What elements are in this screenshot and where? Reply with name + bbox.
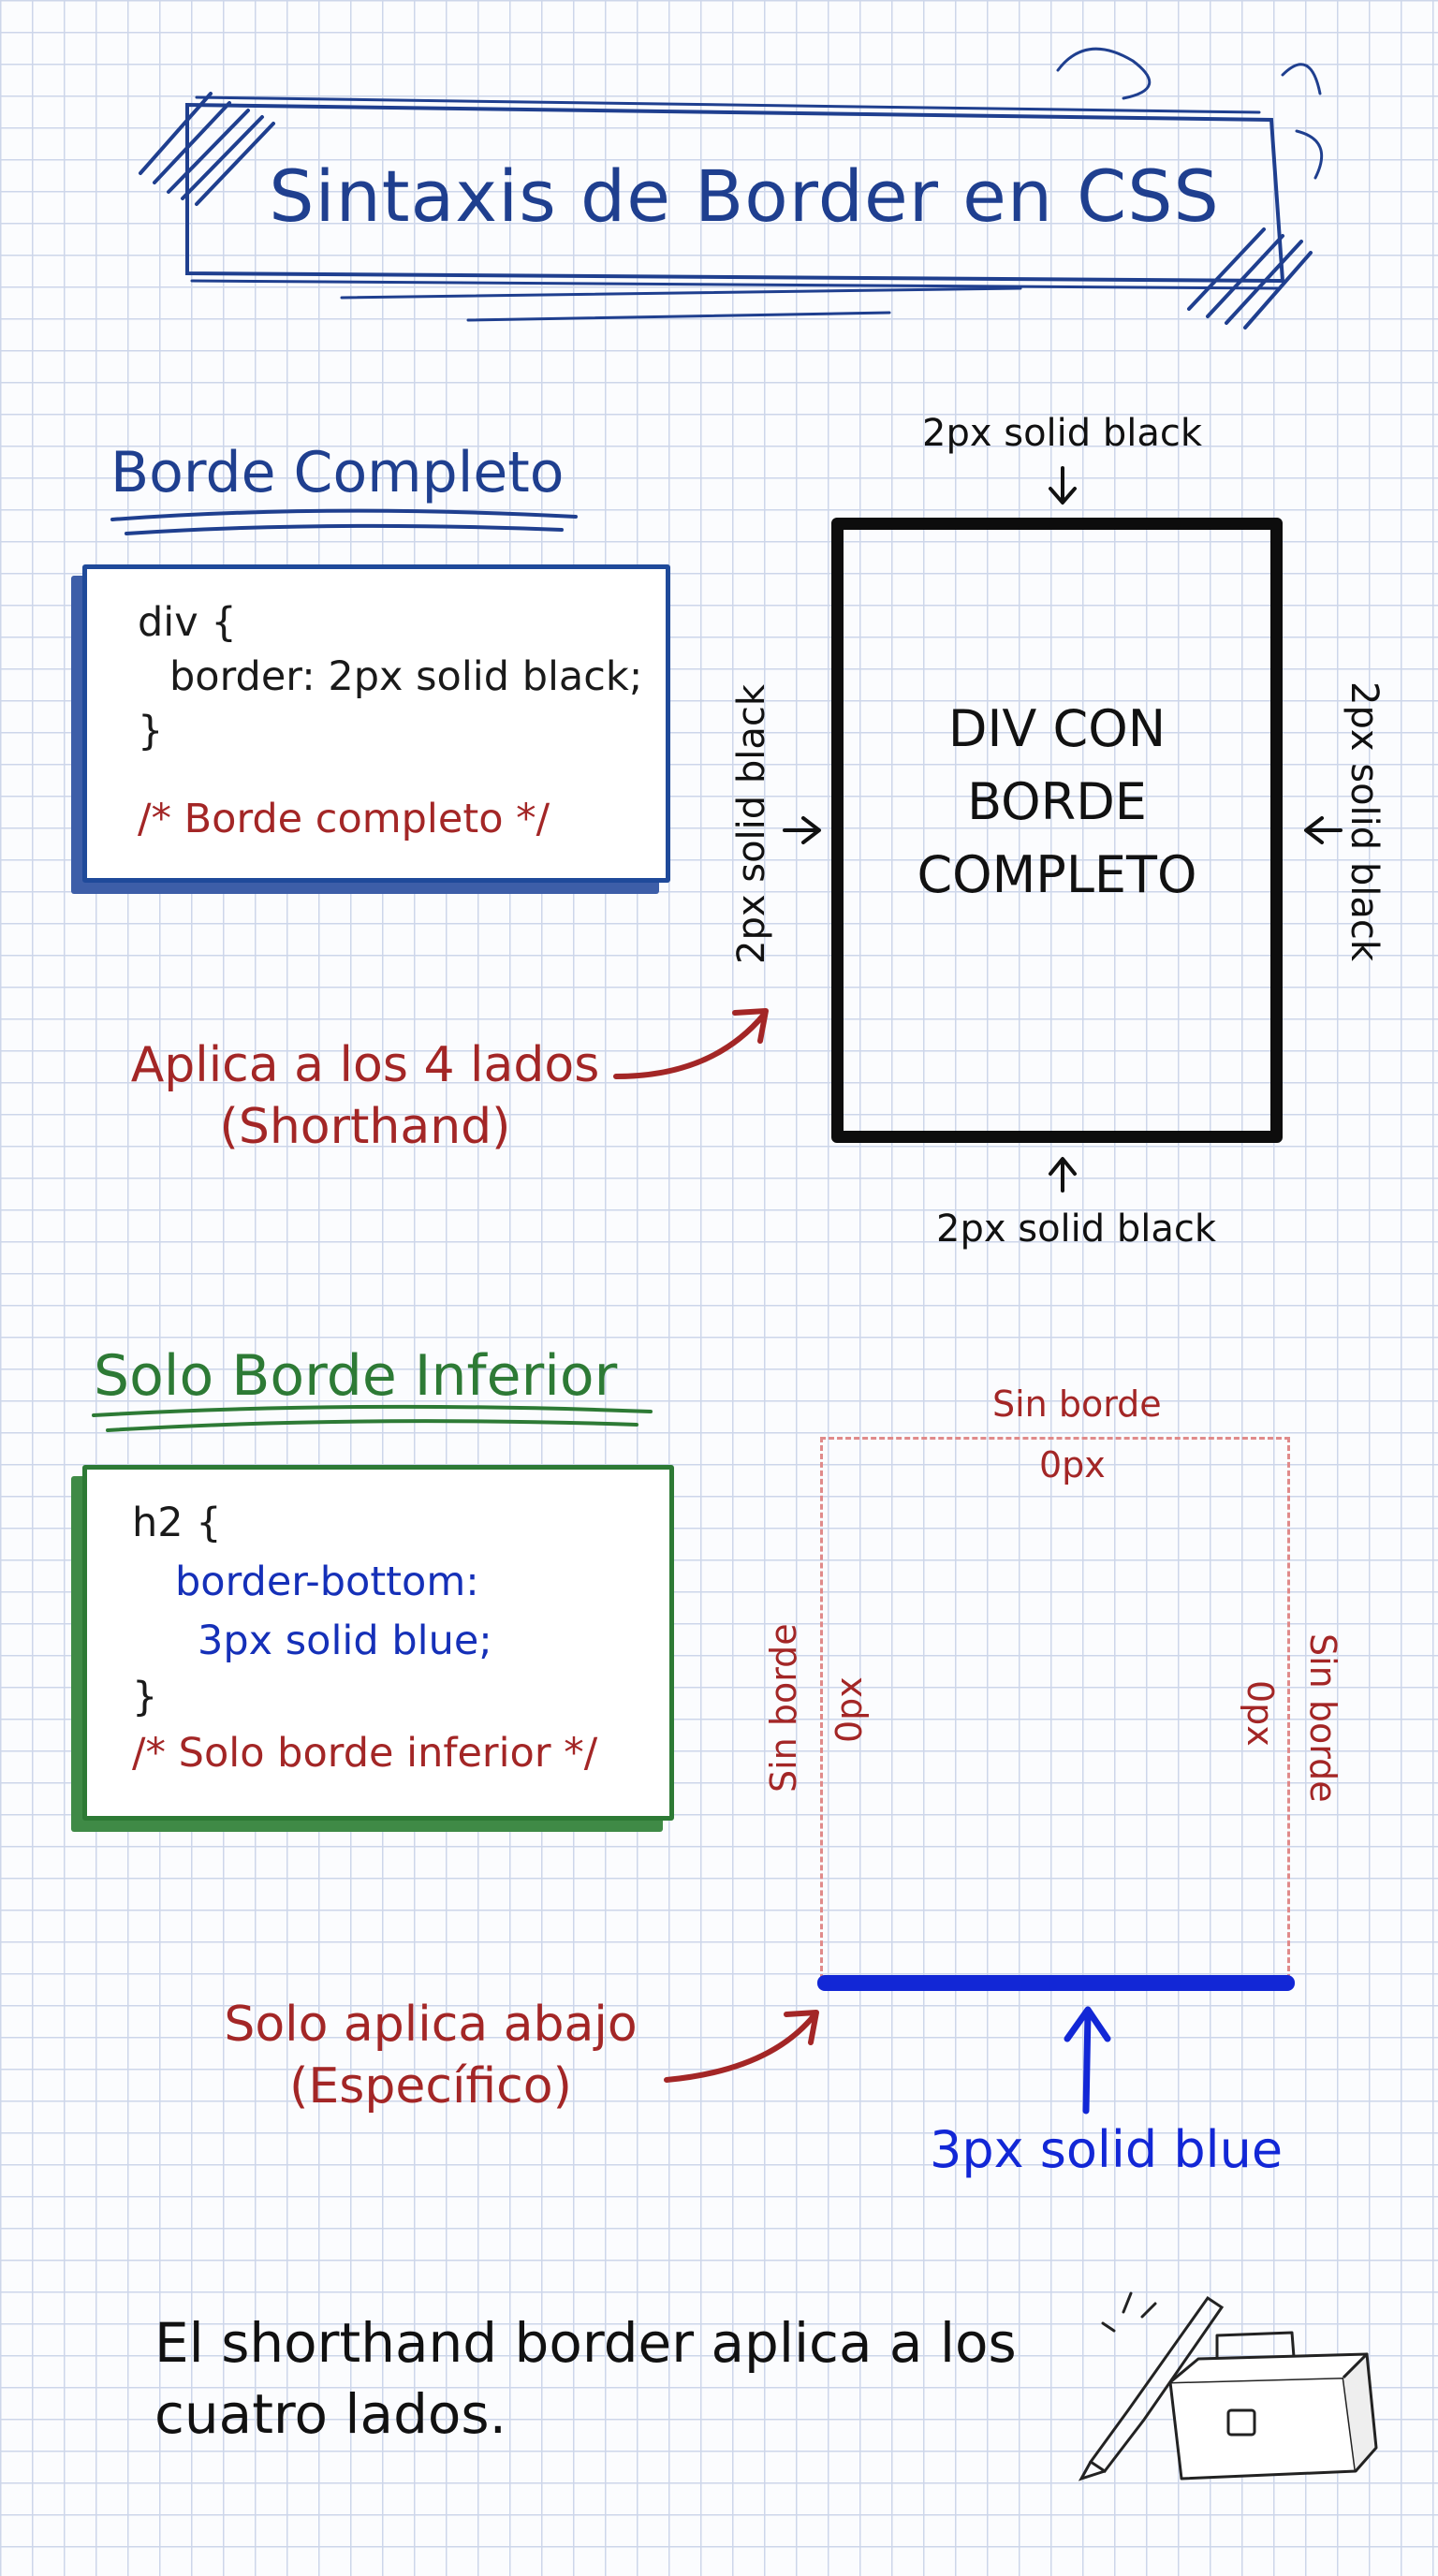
right-no-border-label: Sin borde xyxy=(1302,1633,1343,1803)
toolbox-icon xyxy=(1168,2331,1378,2481)
code-block-full-border: div { border: 2px solid black; } /* Bord… xyxy=(82,564,670,883)
top-no-border-label: Sin borde xyxy=(992,1383,1162,1425)
bottom-border-bar xyxy=(817,1975,1295,1991)
shorthand-note: Aplica a los 4 lados (Shorthand) xyxy=(130,1037,600,1155)
left-no-border-label: Sin borde xyxy=(763,1623,804,1793)
bottom-border-caption: 3px solid blue xyxy=(930,2120,1284,2179)
code-block-bottom-border: h2 { border-bottom: 3px solid blue; } /*… xyxy=(82,1465,674,1821)
no-border-outline xyxy=(820,1437,1290,1980)
div-full-border-box xyxy=(831,518,1283,1143)
title-banner xyxy=(139,47,1324,329)
bottom-border-label: 2px solid black xyxy=(936,1208,1217,1251)
code-line: } xyxy=(132,1674,158,1720)
code-line: div { xyxy=(138,599,237,646)
section-heading-full-border: Borde Completo xyxy=(110,440,565,505)
code-comment: /* Solo borde inferior */ xyxy=(132,1730,598,1777)
top-zero-value: 0px xyxy=(1039,1444,1106,1486)
left-border-label: 2px solid black xyxy=(730,683,773,964)
left-zero-value: 0px xyxy=(829,1676,870,1743)
specific-note: Solo aplica abajo (Específico) xyxy=(224,1997,638,2115)
heading-full-underline xyxy=(110,508,578,535)
section-heading-bottom-border: Solo Borde Inferior xyxy=(94,1343,618,1409)
code-line: } xyxy=(138,708,164,754)
top-border-label: 2px solid black xyxy=(922,412,1203,455)
paintbrush-icon xyxy=(1078,2291,1225,2481)
heading-bottom-underline xyxy=(92,1404,653,1432)
dimension-arrows xyxy=(783,466,1343,1193)
code-comment: /* Borde completo */ xyxy=(138,796,550,842)
code-line: border-bottom: xyxy=(175,1559,479,1605)
div-box-label: DIV CON BORDE COMPLETO xyxy=(917,699,1197,904)
blue-up-arrow xyxy=(1064,2006,1111,2115)
code-line: 3px solid blue; xyxy=(198,1617,492,1664)
code-line: border: 2px solid black; xyxy=(169,653,643,700)
footer-summary: El shorthand border aplica a los cuatro … xyxy=(154,2311,1017,2446)
page-title: Sintaxis de Border en CSS xyxy=(269,154,1220,238)
right-border-label: 2px solid black xyxy=(1343,681,1386,962)
code-line: h2 { xyxy=(132,1500,222,1546)
note-arrows xyxy=(613,1008,819,2083)
right-zero-value: 0px xyxy=(1240,1680,1281,1747)
